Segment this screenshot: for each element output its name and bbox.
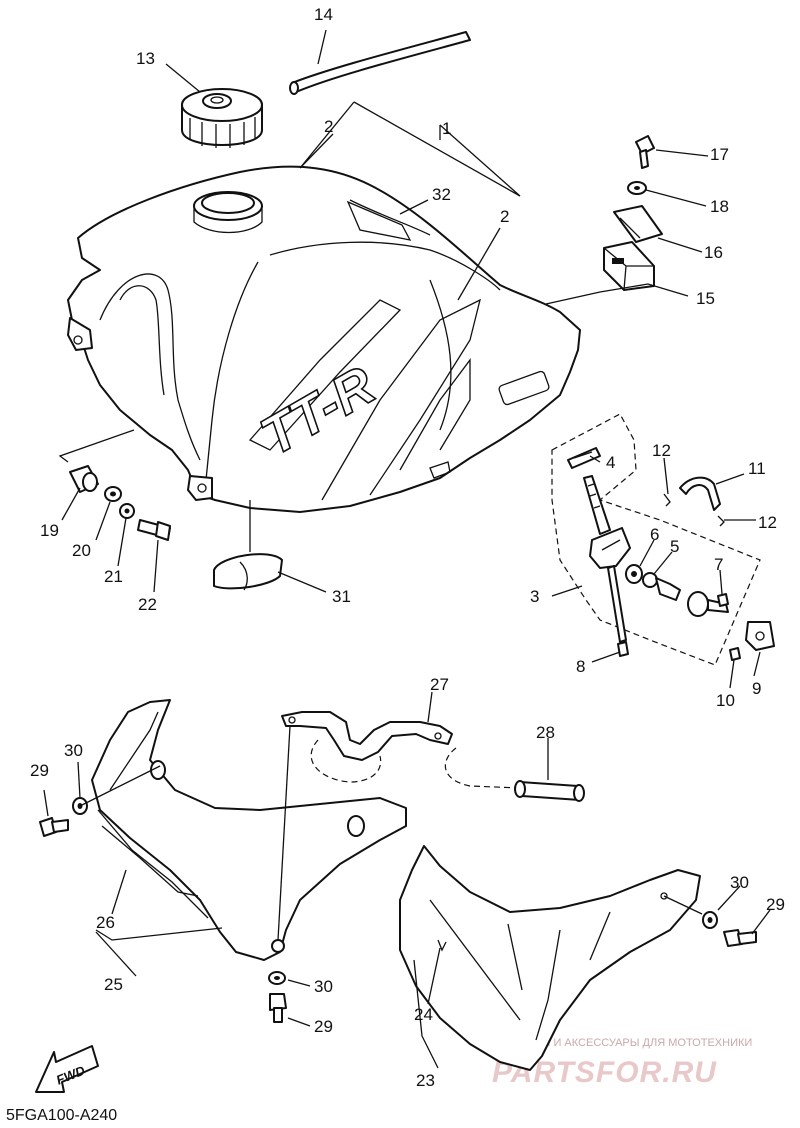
callout-31: 31 — [332, 587, 351, 606]
watermark-tagline: ЗАПЧАСТИ И АКСЕССУАРЫ ДЛЯ МОТОТЕХНИКИ — [492, 1037, 752, 1049]
part-collar-20 — [104, 486, 122, 502]
part-screw-29b — [269, 993, 287, 1023]
part-clip-12b — [717, 515, 725, 527]
callout-16: 16 — [704, 243, 723, 262]
part-washer-30b — [268, 971, 286, 985]
callout-15: 15 — [696, 289, 715, 308]
callout-19: 19 — [40, 521, 59, 540]
part-washer-30c — [702, 911, 718, 929]
fwd-direction-arrow-icon: FWD — [35, 1045, 99, 1093]
callout-2-side: 2 — [500, 207, 509, 226]
callout-9: 9 — [752, 679, 761, 698]
callout-22: 22 — [138, 595, 157, 614]
callout-17: 17 — [710, 145, 729, 164]
part-clip-12a — [663, 493, 671, 507]
part-bolt-22 — [137, 519, 171, 541]
callout-7: 7 — [714, 555, 723, 574]
part-fuel-tank: TT-R — [67, 165, 581, 513]
callout-14: 14 — [314, 5, 333, 24]
callout-18: 18 — [710, 197, 729, 216]
part-grommet-19 — [69, 465, 99, 493]
callout-4: 4 — [606, 453, 615, 472]
part-damper-15 — [603, 241, 655, 291]
part-screw-29c — [723, 929, 757, 947]
callout-21: 21 — [104, 567, 123, 586]
part-washer-18 — [627, 181, 647, 195]
callout-12-top: 12 — [652, 441, 671, 460]
callout-6: 6 — [650, 525, 659, 544]
callout-27: 27 — [430, 675, 449, 694]
callout-29-left: 29 — [30, 761, 49, 780]
callout-29-mid: 29 — [314, 1017, 333, 1036]
callout-24: 24 — [414, 1005, 433, 1024]
callout-30-mid: 30 — [314, 977, 333, 996]
part-fuel-cap — [181, 88, 263, 148]
callout-30-left: 30 — [64, 741, 83, 760]
callout-12-side: 12 — [758, 513, 777, 532]
callout-23: 23 — [416, 1071, 435, 1090]
callout-29-right: 29 — [766, 895, 785, 914]
leader-lines — [43, 29, 771, 1069]
part-bolt-17 — [635, 135, 655, 169]
callout-32: 32 — [432, 185, 451, 204]
part-hose-28 — [514, 780, 585, 802]
part-damper-31 — [213, 553, 283, 591]
part-side-cover-right — [399, 845, 701, 1071]
callout-8: 8 — [576, 657, 585, 676]
callout-11: 11 — [748, 459, 766, 478]
callout-2-top: 2 — [324, 117, 333, 136]
callout-3: 3 — [530, 587, 539, 606]
part-fuel-cock-assembly — [551, 413, 775, 666]
callout-28: 28 — [536, 723, 555, 742]
callout-1: 1 — [442, 119, 451, 138]
part-side-cover-left — [91, 699, 407, 961]
part-screw-29a — [39, 817, 69, 837]
callout-5: 5 — [670, 537, 679, 556]
callout-26: 26 — [96, 913, 115, 932]
callout-25: 25 — [104, 975, 123, 994]
diagram-code: 5FGA100-A240 — [6, 1107, 117, 1124]
part-damper-16 — [613, 205, 663, 243]
part-fuel-hose-11 — [679, 476, 721, 511]
callout-20: 20 — [72, 541, 91, 560]
part-vent-hose — [289, 31, 471, 95]
part-bracket-27 — [281, 711, 521, 789]
part-washer-21 — [119, 503, 135, 519]
callout-30-right: 30 — [730, 873, 749, 892]
callout-10: 10 — [716, 691, 735, 710]
callout-13: 13 — [136, 49, 155, 68]
callout-labels: 14 13 2 1 32 2 17 18 16 15 4 12 11 12 19… — [30, 5, 785, 1090]
